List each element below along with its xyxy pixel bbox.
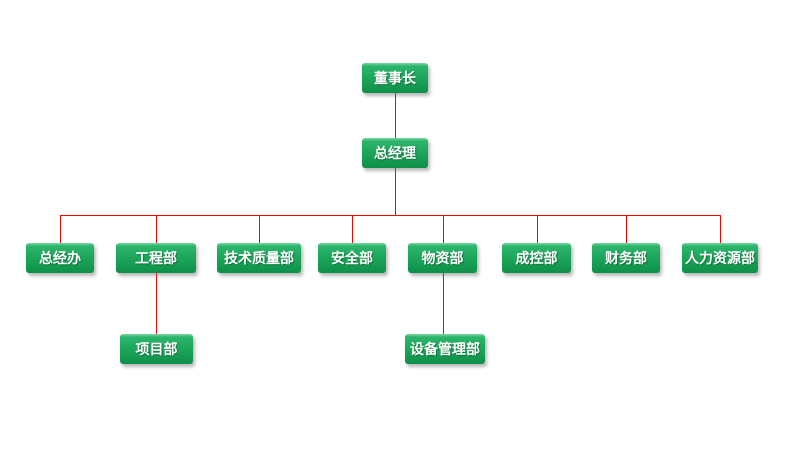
org-node-safety: 安全部 bbox=[318, 243, 386, 273]
org-node-equipment: 设备管理部 bbox=[405, 334, 485, 364]
org-node-hr: 人力资源部 bbox=[682, 243, 758, 273]
org-node-label-gmo: 总经办 bbox=[39, 250, 81, 266]
org-node-label-equipment: 设备管理部 bbox=[410, 341, 480, 357]
org-node-chairman: 董事长 bbox=[362, 63, 428, 93]
connector-line bbox=[626, 215, 627, 243]
org-node-label-finance: 财务部 bbox=[605, 250, 647, 266]
org-node-materials: 物资部 bbox=[408, 243, 477, 273]
org-node-label-safety: 安全部 bbox=[331, 250, 373, 266]
connector-line bbox=[60, 215, 61, 243]
org-node-finance: 财务部 bbox=[592, 243, 660, 273]
org-node-project: 项目部 bbox=[120, 334, 193, 364]
org-node-label-chairman: 董事长 bbox=[374, 70, 416, 86]
org-node-cost: 成控部 bbox=[502, 243, 571, 273]
connector-line bbox=[443, 215, 444, 243]
org-node-label-eng: 工程部 bbox=[135, 250, 177, 266]
connector-line bbox=[395, 93, 396, 138]
org-node-label-gm: 总经理 bbox=[374, 145, 416, 161]
org-node-label-materials: 物资部 bbox=[421, 250, 464, 266]
org-node-gmo: 总经办 bbox=[26, 243, 94, 273]
connector-line bbox=[537, 215, 538, 243]
org-node-gm: 总经理 bbox=[362, 138, 428, 168]
org-node-label-cost: 成控部 bbox=[515, 250, 558, 266]
org-node-eng: 工程部 bbox=[116, 243, 196, 273]
org-node-label-project: 项目部 bbox=[135, 341, 178, 357]
connector-line bbox=[720, 215, 721, 243]
connector-line bbox=[156, 215, 157, 243]
connector-line bbox=[443, 273, 444, 334]
org-node-label-hr: 人力资源部 bbox=[685, 250, 755, 266]
org-node-label-tq: 技术质量部 bbox=[224, 250, 294, 266]
connector-line bbox=[156, 273, 157, 334]
connector-line bbox=[395, 168, 396, 215]
connector-line bbox=[352, 215, 353, 243]
org-node-tq: 技术质量部 bbox=[217, 243, 301, 273]
connector-bus-line bbox=[60, 215, 721, 216]
connector-line bbox=[259, 215, 260, 243]
